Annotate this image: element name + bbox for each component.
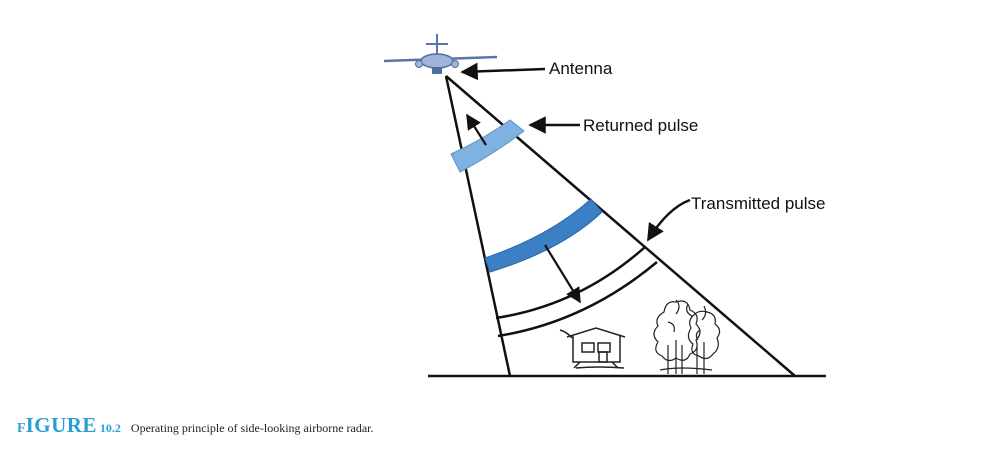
returned-pulse-band <box>450 119 525 173</box>
transmitted-direction-arrow <box>544 244 581 304</box>
transmitted-pulse-label: Transmitted pulse <box>691 194 825 213</box>
trees-icon <box>653 299 721 374</box>
antenna-leader-arrow <box>460 62 546 81</box>
caption-figure-word: IGURE <box>25 413 97 437</box>
transmitted-pulse-leader-arrow <box>646 198 691 242</box>
airplane-icon <box>383 34 498 74</box>
returned-direction-arrow <box>466 113 487 146</box>
antenna-label: Antenna <box>549 59 613 78</box>
caption-prefix: F <box>17 421 26 436</box>
caption-figure-number: 10.2 <box>99 421 121 435</box>
beam-left-edge <box>444 75 512 377</box>
caption-text: Operating principle of side-looking airb… <box>130 421 374 435</box>
house-icon <box>559 327 626 369</box>
transmitted-pulse-band <box>484 198 603 273</box>
wavefront-arc-2 <box>497 261 658 338</box>
returned-pulse-label: Returned pulse <box>583 116 698 135</box>
